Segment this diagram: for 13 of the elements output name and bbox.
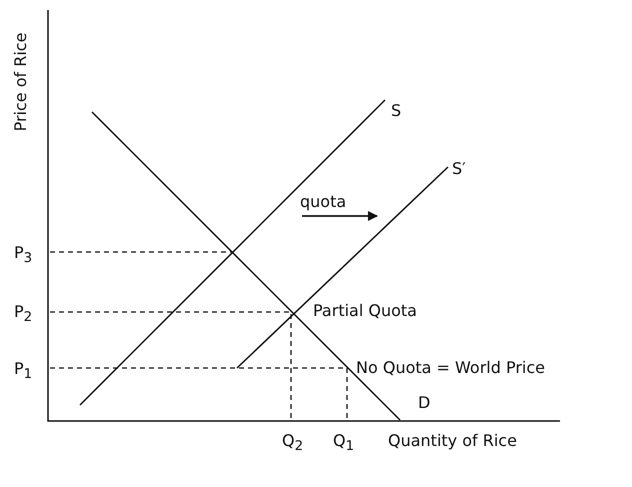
quantity-label: Q$_{1}$ bbox=[333, 432, 354, 455]
axis-title: Quantity of Rice bbox=[388, 432, 517, 450]
point-label: No Quota = World Price bbox=[356, 359, 545, 377]
price-label: P$_{2}$ bbox=[14, 303, 32, 326]
curve-label: S bbox=[391, 102, 402, 120]
quantity-label: Q$_{2}$ bbox=[282, 432, 304, 455]
curve-label: D bbox=[418, 394, 430, 412]
curve-label: S′ bbox=[452, 160, 466, 178]
annotation-text: quota bbox=[300, 193, 346, 211]
price-label: P$_{1}$ bbox=[14, 360, 32, 383]
axis-title: Price of Rice bbox=[12, 32, 30, 132]
point-label: Partial Quota bbox=[313, 302, 417, 320]
price-label: P$_{3}$ bbox=[14, 244, 32, 267]
